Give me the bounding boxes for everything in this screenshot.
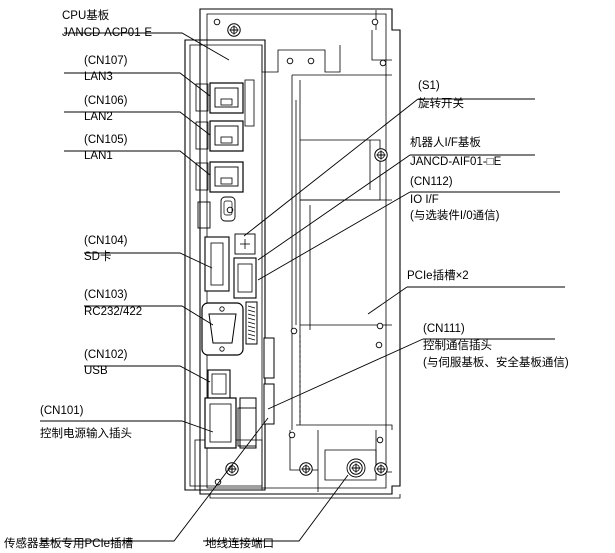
cn112-connector-label: (CN112) <box>410 176 453 188</box>
rs232-dsub-shape <box>201 302 244 356</box>
cn111-desc-label: (与伺服基板、安全基板通信) <box>423 355 569 369</box>
usb-port-shape <box>207 369 231 399</box>
leader-lines <box>40 32 565 542</box>
sd-card-slot-shape <box>204 236 230 292</box>
cn104-connector-label: (CN104) <box>84 235 128 247</box>
cn107-connector-label: (CN107) <box>84 55 128 67</box>
sensor-pcie-slot-label: 传感器基板专用PCIe插槽 <box>4 536 134 550</box>
cpu-board-title: CPU基板 <box>62 8 110 22</box>
cpu-board-model: JANCD-ACP01-E <box>62 27 152 39</box>
power-connector-shape <box>204 397 257 449</box>
cn112-desc-label: (与选装件I/0通信) <box>410 208 500 222</box>
controller-chassis <box>184 8 401 499</box>
robot-if-board-title: 机器人I/F基板 <box>410 135 481 149</box>
s1-desc-label: 旋转开关 <box>418 96 464 110</box>
cn106-port-label: LAN2 <box>84 111 113 123</box>
cn106-connector-label: (CN106) <box>84 95 128 107</box>
cn103-port-label: RC232/422 <box>84 306 142 318</box>
cn102-connector-label: (CN102) <box>84 349 128 361</box>
cn102-port-label: USB <box>84 365 108 377</box>
hatched-connector <box>245 301 258 345</box>
cn101-connector-label: (CN101) <box>40 405 84 417</box>
cn111-connector-label: (CN111) <box>423 323 465 335</box>
cn101-port-label: 控制电源输入插头 <box>40 426 132 440</box>
lan3-port-shape <box>195 82 244 114</box>
cn105-connector-label: (CN105) <box>84 134 128 146</box>
lan2-port-shape <box>195 120 244 152</box>
callout-labels: CPU基板 JANCD-ACP01-E (CN107) LAN3 (CN106)… <box>4 8 569 550</box>
cn107-port-label: LAN3 <box>84 71 113 83</box>
cn103-connector-label: (CN103) <box>84 289 128 301</box>
io-if-connector-shape <box>233 257 257 299</box>
robot-if-board-model: JANCD-AIF01-□E <box>410 156 502 168</box>
cn111-port-label: 控制通信插头 <box>423 338 492 352</box>
cn112-port-label: IO I/F <box>410 194 439 206</box>
cn105-port-label: LAN1 <box>84 150 113 162</box>
s1-switch-label: (S1) <box>418 80 440 92</box>
ground-port-label: 地线连接端口 <box>205 536 274 550</box>
pcie-slots-label: PCIe插槽×2 <box>407 268 469 282</box>
lan1-port-shape <box>195 161 244 193</box>
cn104-port-label: SD卡 <box>84 250 111 263</box>
